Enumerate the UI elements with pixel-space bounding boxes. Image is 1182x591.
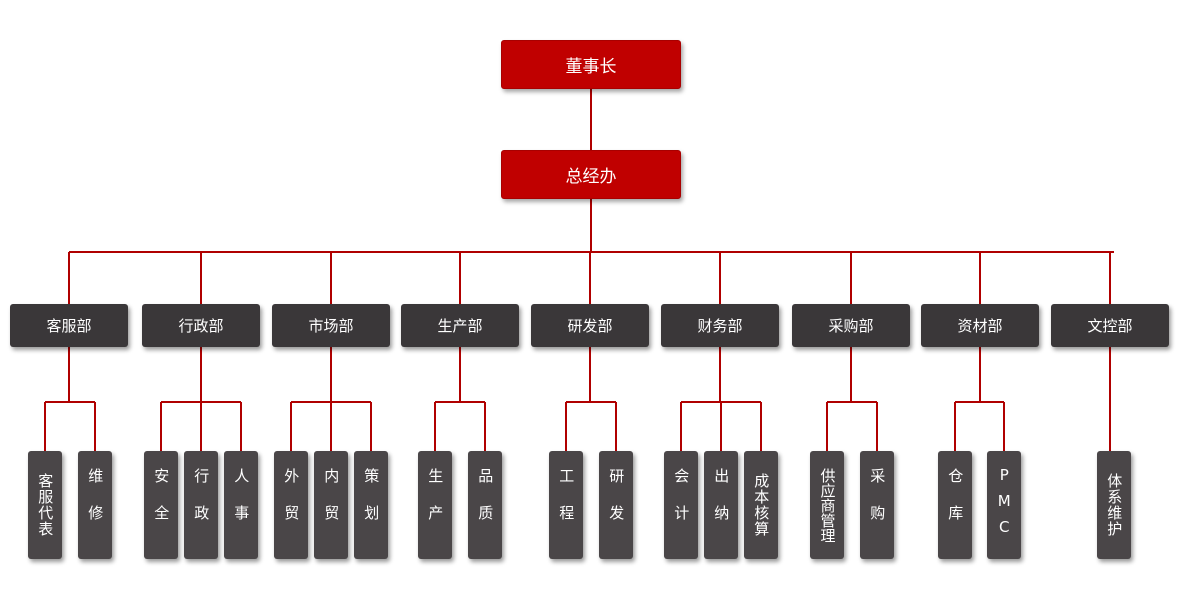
sub-unit-box: 品质 <box>468 451 502 559</box>
sub-unit-box: 仓库 <box>938 451 972 559</box>
dept-label: 文控部 <box>1087 317 1133 335</box>
sub-unit-box: 采购 <box>860 451 894 559</box>
dept-box: 资材部 <box>921 304 1039 347</box>
sub-unit-box: PMC <box>987 451 1021 559</box>
sub-unit-label: 体系维护 <box>1105 473 1124 537</box>
sub-unit-label: 仓库 <box>946 468 965 542</box>
sub-unit-label: 人事 <box>232 468 251 542</box>
chairman-box: 董事长 <box>501 40 681 89</box>
dept-label: 行政部 <box>178 317 224 335</box>
sub-unit-label: 供应商管理 <box>818 467 837 543</box>
sub-unit-box: 内贸 <box>314 451 348 559</box>
sub-unit-label: 生产 <box>426 468 445 542</box>
sub-unit-label: 策划 <box>362 468 381 542</box>
sub-unit-box: 体系维护 <box>1097 451 1131 559</box>
dept-box: 研发部 <box>531 304 649 347</box>
dept-box: 市场部 <box>272 304 390 347</box>
sub-unit-box: 人事 <box>224 451 258 559</box>
sub-unit-box: 出纳 <box>704 451 738 559</box>
sub-unit-label: 维修 <box>86 468 105 542</box>
sub-unit-label: 工程 <box>557 468 576 542</box>
sub-unit-label: 行政 <box>192 468 211 542</box>
sub-unit-box: 策划 <box>354 451 388 559</box>
sub-unit-box: 安全 <box>144 451 178 559</box>
sub-unit-label: 安全 <box>152 468 171 542</box>
sub-unit-box: 维修 <box>78 451 112 559</box>
dept-box: 财务部 <box>661 304 779 347</box>
dept-box: 采购部 <box>792 304 910 347</box>
dept-label: 研发部 <box>567 317 613 335</box>
chairman-label: 董事长 <box>565 57 617 77</box>
sub-unit-box: 工程 <box>549 451 583 559</box>
sub-unit-label: 成本核算 <box>752 473 771 537</box>
sub-unit-box: 成本核算 <box>744 451 778 559</box>
sub-unit-label: 内贸 <box>322 468 341 542</box>
sub-unit-label: PMC <box>995 466 1014 544</box>
sub-unit-label: 研发 <box>607 468 626 542</box>
sub-unit-box: 研发 <box>599 451 633 559</box>
sub-unit-box: 会计 <box>664 451 698 559</box>
sub-unit-box: 行政 <box>184 451 218 559</box>
dept-box: 客服部 <box>10 304 128 347</box>
sub-unit-box: 客服代表 <box>28 451 62 559</box>
sub-unit-label: 出纳 <box>712 468 731 542</box>
dept-label: 生产部 <box>437 317 483 335</box>
sub-unit-box: 生产 <box>418 451 452 559</box>
dept-box: 行政部 <box>142 304 260 347</box>
dept-box: 文控部 <box>1051 304 1169 347</box>
sub-unit-box: 供应商管理 <box>810 451 844 559</box>
dept-box: 生产部 <box>401 304 519 347</box>
sub-unit-label: 会计 <box>672 468 691 542</box>
sub-unit-label: 采购 <box>868 468 887 542</box>
dept-label: 采购部 <box>828 317 874 335</box>
dept-label: 市场部 <box>308 317 354 335</box>
dept-label: 资材部 <box>957 317 1003 335</box>
sub-unit-label: 外贸 <box>282 468 301 542</box>
dept-label: 财务部 <box>697 317 743 335</box>
sub-unit-box: 外贸 <box>274 451 308 559</box>
general-office-label: 总经办 <box>565 167 617 187</box>
dept-label: 客服部 <box>46 317 92 335</box>
sub-unit-label: 品质 <box>476 468 495 542</box>
sub-unit-label: 客服代表 <box>36 473 55 537</box>
general-office-box: 总经办 <box>501 150 681 199</box>
